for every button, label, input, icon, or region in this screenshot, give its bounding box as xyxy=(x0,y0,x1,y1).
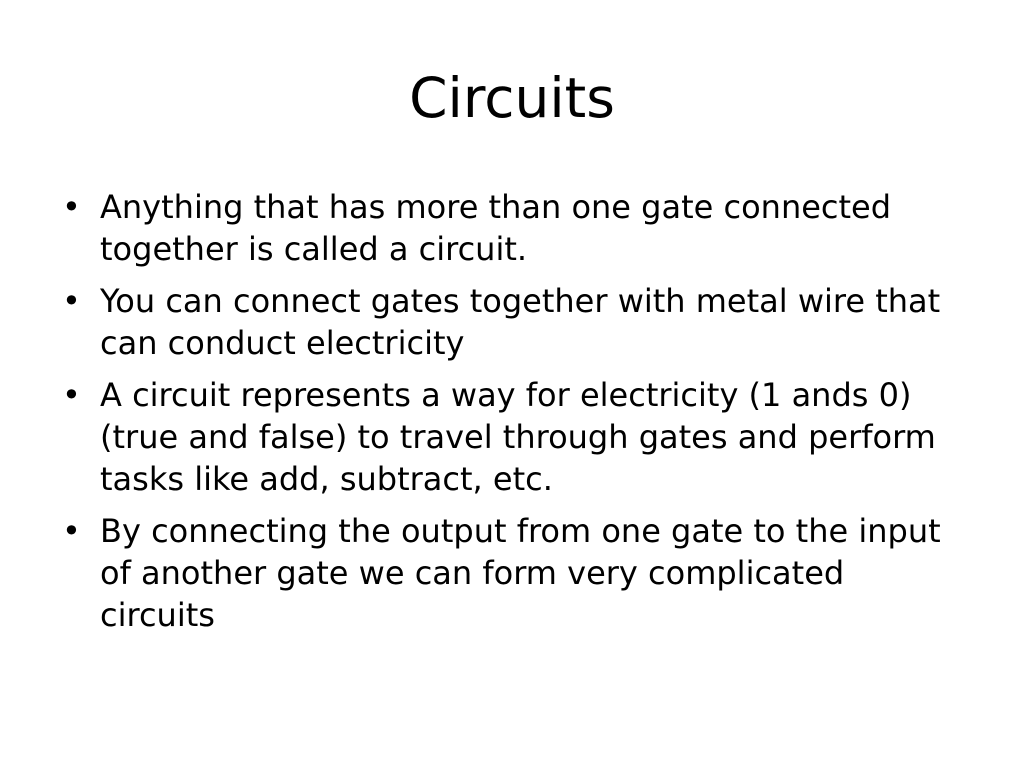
bullet-list: • Anything that has more than one gate c… xyxy=(62,186,962,646)
bullet-text: By connecting the output from one gate t… xyxy=(100,512,941,634)
bullet-item: • You can connect gates together with me… xyxy=(62,280,962,364)
bullet-text: You can connect gates together with meta… xyxy=(100,282,941,362)
bullet-icon: • xyxy=(62,188,81,226)
bullet-icon: • xyxy=(62,282,81,320)
bullet-icon: • xyxy=(62,376,81,414)
bullet-item: • Anything that has more than one gate c… xyxy=(62,186,962,270)
bullet-item: • A circuit represents a way for electri… xyxy=(62,374,962,500)
bullet-icon: • xyxy=(62,512,81,550)
slide-title: Circuits xyxy=(409,66,615,130)
bullet-text: Anything that has more than one gate con… xyxy=(100,188,892,268)
bullet-item: • By connecting the output from one gate… xyxy=(62,510,962,636)
bullet-text: A circuit represents a way for electrici… xyxy=(100,376,936,498)
